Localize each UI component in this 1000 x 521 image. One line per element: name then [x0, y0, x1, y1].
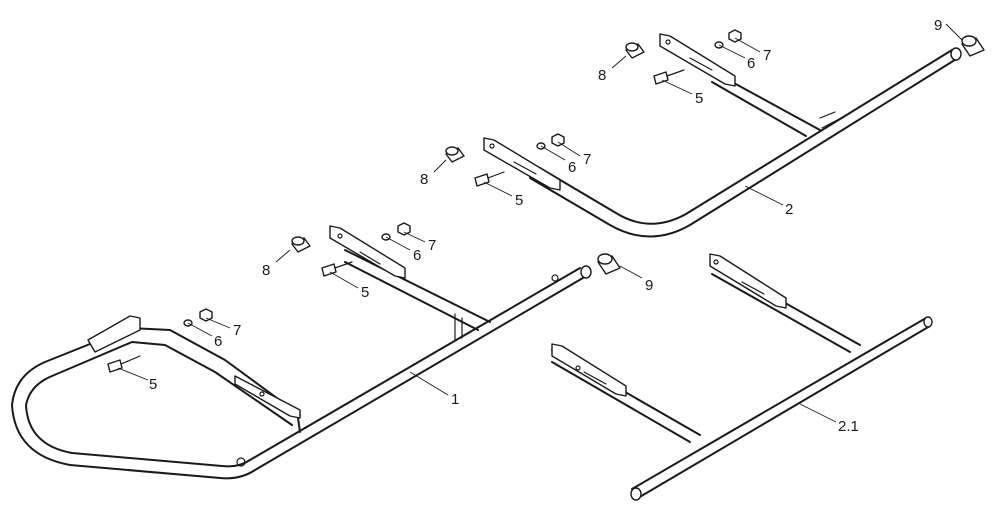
nut-7-c — [551, 133, 565, 147]
callout-7-a: 7 — [233, 322, 241, 339]
bushing-8-c-top — [625, 42, 639, 52]
cap-9-a-face — [597, 253, 613, 265]
callout-5-c: 5 — [515, 192, 523, 209]
frame-1-rear-post — [297, 417, 301, 433]
frame-1-mount-plate — [329, 225, 406, 279]
frame-1 — [11, 225, 592, 480]
frame-2-1-tube-end-left — [630, 487, 642, 501]
nut-7-b — [397, 222, 411, 236]
frame-2-mount-plate-lower — [483, 137, 561, 191]
frame-1-tube-end — [580, 265, 592, 279]
bolt-5-d-shank — [666, 69, 685, 77]
callout-2: 2 — [785, 201, 793, 218]
callout-7-d: 7 — [763, 47, 771, 64]
cap-9-b-face — [961, 35, 977, 47]
frame-2-brace-post — [819, 111, 846, 129]
frame-2-1-brace-lower-2 — [551, 361, 691, 443]
callout-8-a: 8 — [262, 262, 270, 279]
callout-7-b: 7 — [428, 237, 436, 254]
callouts: 1 2 2.1 5 5 5 5 6 6 6 6 7 7 7 7 8 8 8 9 … — [149, 17, 942, 435]
callout-6-a: 6 — [214, 333, 222, 350]
frame-1-loop-outer — [11, 274, 589, 480]
frame-1-plate-hole — [337, 233, 343, 239]
frame-2-1-tube-inner — [631, 317, 927, 490]
frame-2-tube-outer — [529, 57, 959, 238]
callout-1: 1 — [451, 391, 459, 408]
frame-2-1-plate-upper-hole — [713, 259, 719, 265]
frame-2-1-plate-lower-slot — [583, 371, 607, 385]
callout-6-b: 6 — [413, 247, 421, 264]
frame-2-plate-upper-hole — [665, 39, 671, 45]
bolt-5-b-shank — [334, 261, 353, 269]
bolt-5-c-shank — [487, 171, 505, 179]
frame-1-loop-inner — [25, 267, 581, 468]
callout-5-a: 5 — [149, 376, 157, 393]
frame-1-brace-lower — [344, 261, 479, 331]
frame-1-hole-lower — [236, 457, 246, 467]
frame-1-brace-post — [454, 313, 463, 341]
frame-1-brace-upper — [344, 249, 491, 323]
callout-8-b: 8 — [420, 171, 428, 188]
bushing-8-b-top — [445, 146, 459, 156]
callout-6-c: 6 — [568, 159, 576, 176]
frame-1-hole — [551, 274, 559, 282]
frame-2-1-plate-upper-slot — [741, 281, 765, 295]
callout-5-d: 5 — [695, 90, 703, 107]
bolt-5-a-shank — [120, 355, 141, 365]
frame-2-1-brace-upper-2 — [711, 273, 851, 353]
bushing-8-a-top — [291, 236, 305, 246]
frame-2-1-tube-end-right — [923, 316, 933, 328]
frame-2-1 — [551, 253, 933, 501]
frame-2-1-tube-outer — [637, 325, 931, 499]
hardware — [107, 29, 985, 373]
frame-2-tube-inner — [539, 49, 953, 225]
callout-7-c: 7 — [583, 151, 591, 168]
bolt-5-a — [107, 359, 123, 373]
frame-2-tube-end — [950, 47, 962, 61]
frame-2-plate-lower-slot — [513, 161, 537, 175]
frame-1-rear-plate-hole — [259, 391, 265, 397]
frame-2-plate-upper-slot — [689, 57, 713, 71]
callout-9-a: 9 — [645, 277, 653, 294]
frame-1-rear-plate — [234, 375, 301, 419]
frame-1-side-plate — [87, 315, 141, 353]
frame-2-1-plate-lower — [551, 343, 627, 397]
frame-2 — [483, 33, 962, 238]
frame-2-mount-plate-upper — [659, 33, 736, 87]
leader-lines — [117, 23, 963, 423]
frame-2-brace-lower — [711, 81, 807, 137]
callout-6-d: 6 — [747, 55, 755, 72]
nut-7-d — [728, 29, 742, 43]
callout-2-1: 2.1 — [838, 418, 859, 435]
callout-5-b: 5 — [361, 284, 369, 301]
callout-9-b: 9 — [934, 17, 942, 34]
frame-2-1-plate-upper — [709, 253, 787, 309]
frame-1-plate-slot — [359, 251, 381, 265]
bolt-5-c — [474, 173, 490, 187]
frame-2-plate-lower-hole — [489, 143, 495, 149]
nut-7-a — [199, 308, 213, 322]
callout-8-c: 8 — [598, 67, 606, 84]
frame-2-1-plate-lower-hole — [575, 365, 581, 371]
